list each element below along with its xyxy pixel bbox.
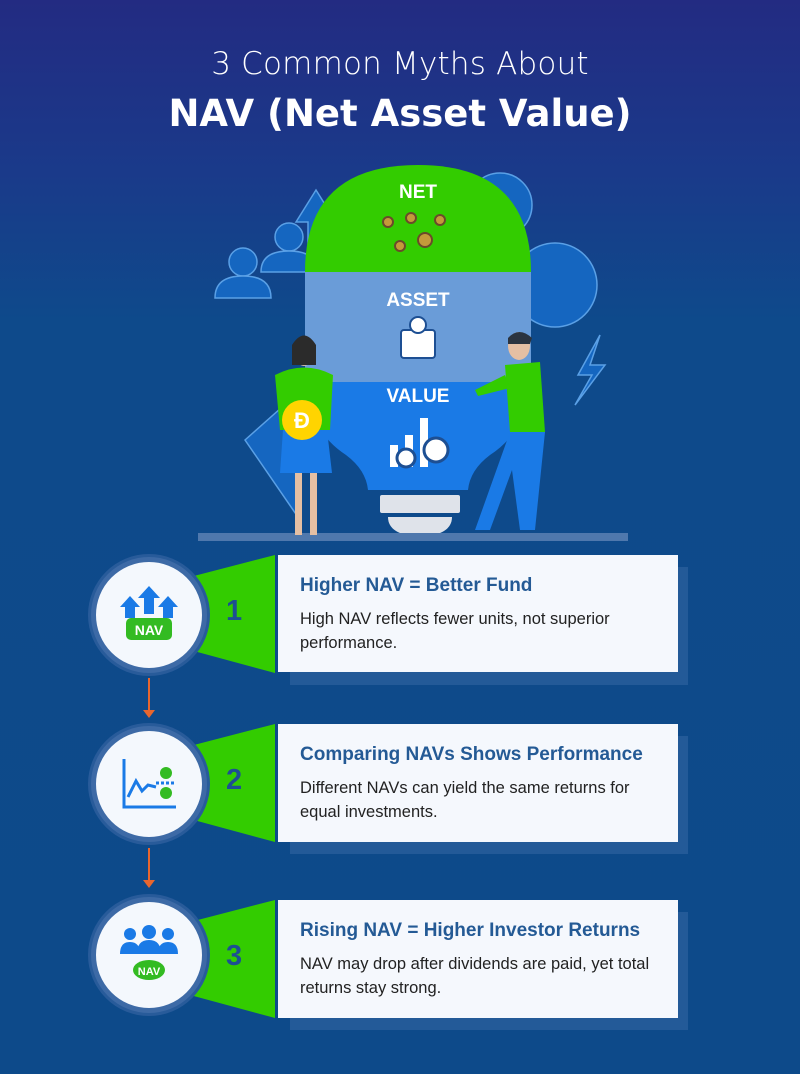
- myth-icon-circle: NAV: [91, 557, 207, 673]
- myth-2: 2 Comparing NAVs Shows Performance Diffe…: [0, 724, 800, 854]
- myth-1: NAV 1 Higher NAV = Better Fund High NAV …: [0, 555, 800, 685]
- myth-title: Comparing NAVs Shows Performance: [300, 744, 643, 765]
- myth-text: NAV may drop after dividends are paid, y…: [300, 955, 650, 997]
- bulb-value-label: VALUE: [387, 386, 450, 407]
- chart-gears-icon: [390, 418, 450, 469]
- bulb-value-section: [306, 382, 530, 490]
- woman-figure: Ð: [275, 335, 333, 535]
- bulb-net-section: [305, 165, 531, 272]
- down-arrow: [143, 678, 155, 718]
- man-figure: [475, 332, 545, 530]
- myth-3: NAV 3 Rising NAV = Higher Investor Retur…: [0, 897, 800, 1030]
- myth-text: Different NAVs can yield the same return…: [300, 779, 630, 821]
- myth-text: High NAV reflects fewer units, not super…: [300, 610, 610, 652]
- bulb-illustration: NET ASSET VALUE Ð: [198, 165, 628, 541]
- myth-icon-circle: [91, 726, 207, 842]
- svg-text:Ð: Ð: [294, 408, 310, 433]
- connector-wedge: [190, 555, 275, 673]
- myth-card: Higher NAV = Better Fund High NAV reflec…: [278, 555, 678, 672]
- network-icon: [382, 212, 446, 252]
- bulb-net-label: NET: [399, 182, 437, 203]
- myth-title: Higher NAV = Better Fund: [300, 575, 533, 596]
- svg-text:NAV: NAV: [138, 966, 161, 978]
- myth-icon-circle: NAV: [91, 897, 207, 1013]
- myth-title: Rising NAV = Higher Investor Returns: [300, 920, 641, 941]
- down-arrow: [143, 848, 155, 888]
- nav-arrows-up-icon: NAV: [120, 586, 178, 640]
- myth-card: Comparing NAVs Shows Performance Differe…: [278, 724, 678, 842]
- svg-text:NAV: NAV: [135, 622, 164, 638]
- investors-nav-icon: NAV: [120, 925, 178, 980]
- briefcase-icon: [400, 329, 436, 359]
- title-line-1: 3 Common Myths About: [211, 46, 589, 82]
- bulb-asset-label: ASSET: [386, 290, 450, 311]
- connector-wedge: [190, 900, 275, 1018]
- myth-number: 1: [226, 595, 243, 627]
- myth-card: Rising NAV = Higher Investor Returns NAV…: [278, 900, 678, 1018]
- connector-wedge: [190, 724, 275, 842]
- myth-number: 3: [226, 940, 243, 972]
- myth-number: 2: [226, 764, 243, 796]
- chart-up-down-icon: [122, 759, 176, 809]
- page-title: NAV (Net Asset Value): [168, 92, 632, 135]
